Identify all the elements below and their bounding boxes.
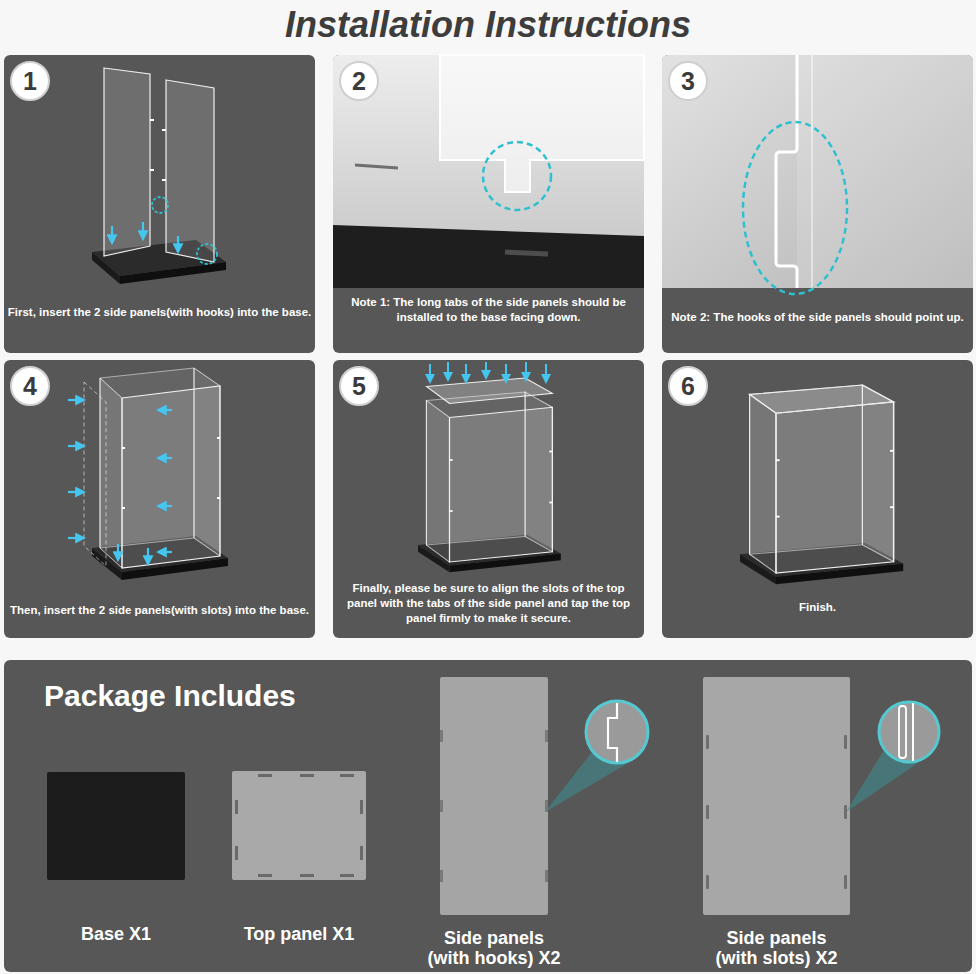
hook-side-panel-part: Side panels (with hooks) X2 — [440, 677, 548, 915]
callout-number-holder: 1 — [23, 69, 37, 94]
step-panel: First, insert the 2 side panels(with hoo… — [4, 55, 315, 353]
part-label: Side panels (with slots) X2 — [715, 928, 837, 968]
callout-number-holder: 6 — [681, 374, 695, 399]
callout-number: 1 — [23, 67, 37, 95]
step-caption-holder: Note 2: The hooks of the side panels sho… — [665, 310, 970, 325]
callout-number: 5 — [352, 372, 366, 400]
slot-panel-notches — [706, 735, 847, 889]
callout-number: 4 — [23, 372, 37, 400]
slot-side-panel-part: Side panels (with slots) X2 — [703, 677, 850, 915]
part-label-holder: Side panels (with slots) X2 — [707, 928, 847, 968]
step-caption-holder: Note 1: The long tabs of the side panels… — [336, 295, 641, 325]
top-panel-slots — [235, 774, 363, 877]
callout-number: 3 — [681, 67, 695, 95]
step3-art — [662, 55, 973, 294]
step-number-circle: 4 — [10, 366, 50, 406]
step-number-circle: 2 — [339, 61, 379, 101]
callout-number: 2 — [352, 67, 366, 95]
part-label-holder: Base X1 — [46, 924, 186, 944]
step1-art — [92, 68, 226, 284]
step-caption-holder: Finish. — [665, 600, 970, 615]
callout-number-holder: 2 — [352, 69, 366, 94]
base-part: Base X1 — [47, 772, 185, 880]
step-number-circle: 1 — [10, 61, 50, 101]
part-label-holder: Top panel X1 — [229, 924, 369, 944]
part-label: Side panels (with hooks) X2 — [427, 928, 560, 968]
callout-number-holder: 3 — [681, 69, 695, 94]
step-caption: Note 2: The hooks of the side panels sho… — [671, 311, 964, 323]
step4-art — [68, 368, 228, 580]
step6-art — [740, 385, 903, 584]
step-caption: Finish. — [799, 601, 836, 613]
step-caption-holder: First, insert the 2 side panels(with hoo… — [7, 305, 312, 320]
step5-art — [418, 362, 561, 572]
part-label-holder: Side panels (with hooks) X2 — [424, 928, 564, 968]
step-caption: Note 1: The long tabs of the side panels… — [351, 296, 626, 323]
part-label: Top panel X1 — [244, 924, 355, 944]
section-heading-holder: Package Includes — [44, 678, 296, 714]
section-heading: Package Includes — [44, 679, 296, 712]
step-caption: First, insert the 2 side panels(with hoo… — [8, 306, 312, 318]
step-caption-holder: Finally, please be sure to align the slo… — [336, 581, 641, 626]
page-title: Installation Instructions — [0, 2, 976, 48]
slot-magnifier — [846, 702, 939, 812]
step-number-circle: 6 — [668, 366, 708, 406]
hook-magnifier — [545, 701, 648, 812]
callout-number-holder: 5 — [352, 374, 366, 399]
step-caption-holder: Then, insert the 2 side panels(with slot… — [7, 603, 312, 618]
callout-number: 6 — [681, 372, 695, 400]
package-panel: Package IncludesBase X1 Top panel X1 Side … — [4, 660, 972, 972]
part-label: Base X1 — [81, 924, 151, 944]
step-number-circle: 3 — [668, 61, 708, 101]
step2-art — [333, 55, 644, 288]
top-panel-part: Top panel X1 — [232, 771, 366, 880]
callout-number-holder: 4 — [23, 374, 37, 399]
step-number-circle: 5 — [339, 366, 379, 406]
hook-panel-notches — [440, 730, 548, 882]
step-caption: Finally, please be sure to align the slo… — [347, 582, 630, 624]
step-caption: Then, insert the 2 side panels(with slot… — [10, 604, 309, 616]
